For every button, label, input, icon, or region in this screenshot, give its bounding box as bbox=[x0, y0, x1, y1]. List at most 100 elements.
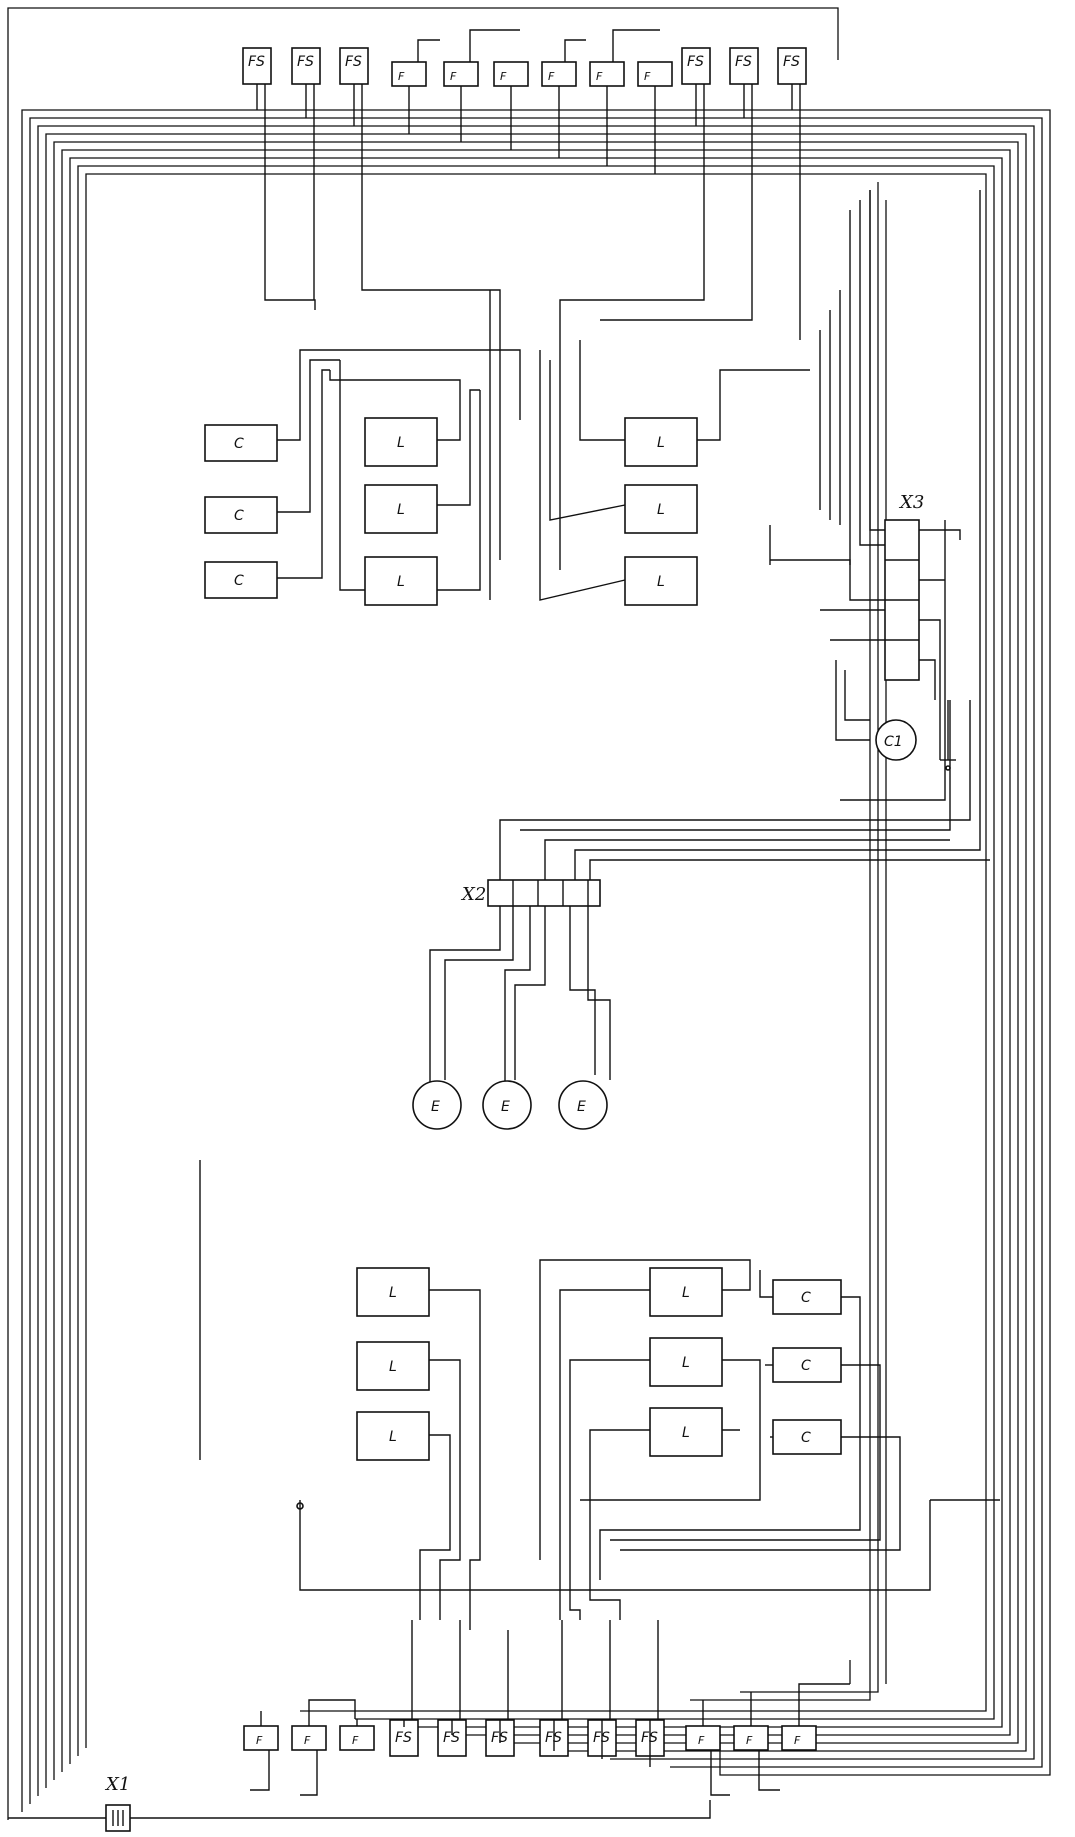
svg-text:C: C bbox=[801, 1290, 811, 1306]
fs-box-top-6: FS bbox=[777, 47, 807, 85]
svg-text:FS: FS bbox=[345, 54, 362, 70]
l-block-upper-right-1: L bbox=[624, 417, 698, 467]
svg-text:L: L bbox=[657, 502, 665, 518]
svg-text:L: L bbox=[682, 1285, 690, 1301]
svg-text:FS: FS bbox=[297, 54, 314, 70]
svg-text:FS: FS bbox=[687, 54, 704, 70]
svg-text:F: F bbox=[398, 70, 405, 83]
svg-text:C1: C1 bbox=[884, 734, 903, 750]
outer-bus bbox=[7, 7, 1051, 1820]
f-box-top-2: F bbox=[443, 61, 479, 87]
svg-text:X2: X2 bbox=[460, 884, 486, 905]
svg-text:L: L bbox=[389, 1285, 397, 1301]
top-terminal-row: FS FS FS F F F F F bbox=[242, 47, 807, 87]
upper-left-c-column: C C C bbox=[204, 424, 278, 599]
svg-text:F: F bbox=[698, 1734, 705, 1747]
svg-text:F: F bbox=[746, 1734, 753, 1747]
svg-text:F: F bbox=[450, 70, 457, 83]
fs-box-top-4: FS bbox=[681, 47, 711, 85]
svg-text:L: L bbox=[682, 1355, 690, 1371]
l-block-lower-right-1: L bbox=[649, 1267, 723, 1317]
f-box-bottom-6: F bbox=[781, 1725, 817, 1751]
svg-text:L: L bbox=[657, 574, 665, 590]
svg-text:F: F bbox=[500, 70, 507, 83]
f-box-top-3: F bbox=[493, 61, 529, 87]
fs-box-top-1: FS bbox=[242, 47, 272, 85]
svg-text:L: L bbox=[397, 435, 405, 451]
l-block-upper-left-3: L bbox=[364, 556, 438, 606]
svg-text:E: E bbox=[577, 1099, 586, 1115]
svg-text:F: F bbox=[548, 70, 555, 83]
f-box-top-1: F bbox=[391, 61, 427, 87]
l-block-lower-right-3: L bbox=[649, 1407, 723, 1457]
c-block-lower-2: C bbox=[772, 1347, 842, 1383]
svg-text:FS: FS bbox=[443, 1730, 460, 1746]
f-box-bottom-5: F bbox=[733, 1725, 769, 1751]
c-block-upper-2: C bbox=[204, 496, 278, 534]
c-block-upper-1: C bbox=[204, 424, 278, 462]
svg-text:C: C bbox=[234, 508, 244, 524]
top-row-feeders bbox=[256, 29, 801, 570]
svg-text:C: C bbox=[234, 436, 244, 452]
svg-text:L: L bbox=[397, 502, 405, 518]
svg-text:FS: FS bbox=[248, 54, 265, 70]
x2-wiring bbox=[429, 190, 990, 1100]
e-loads: E E E bbox=[412, 1080, 608, 1130]
x3-wiring bbox=[520, 190, 961, 831]
svg-text:C: C bbox=[234, 573, 244, 589]
svg-text:F: F bbox=[794, 1734, 801, 1747]
l-block-upper-left-1: L bbox=[364, 417, 438, 467]
fs-box-top-3: FS bbox=[339, 47, 369, 85]
svg-text:F: F bbox=[596, 70, 603, 83]
l-block-upper-left-2: L bbox=[364, 484, 438, 534]
svg-text:L: L bbox=[389, 1359, 397, 1375]
f-box-bottom-2: F bbox=[291, 1725, 327, 1751]
upper-block-wires bbox=[277, 290, 841, 601]
f-box-bottom-3: F bbox=[339, 1725, 375, 1751]
bottom-row-feeders bbox=[250, 1620, 850, 1796]
l-block-lower-left-3: L bbox=[356, 1411, 430, 1461]
svg-text:F: F bbox=[256, 1734, 263, 1747]
svg-text:L: L bbox=[389, 1429, 397, 1445]
lower-left-l-column: L L L bbox=[356, 1267, 430, 1461]
l-block-upper-right-3: L bbox=[624, 556, 698, 606]
fs-box-top-2: FS bbox=[291, 47, 321, 85]
f-box-bottom-1: F bbox=[243, 1725, 279, 1751]
svg-text:E: E bbox=[431, 1099, 440, 1115]
c-block-upper-3: C bbox=[204, 561, 278, 599]
svg-text:E: E bbox=[501, 1099, 510, 1115]
e-circle-3: E bbox=[558, 1080, 608, 1130]
svg-text:F: F bbox=[352, 1734, 359, 1747]
l-block-upper-right-2: L bbox=[624, 484, 698, 534]
x1-terminal-block: X1 bbox=[8, 1774, 711, 1832]
svg-text:L: L bbox=[682, 1425, 690, 1441]
lower-block-wires bbox=[299, 1259, 1000, 1630]
fs-box-bottom-3: FS bbox=[485, 1719, 515, 1757]
l-block-lower-right-2: L bbox=[649, 1337, 723, 1387]
e-circle-1: E bbox=[412, 1080, 462, 1130]
f-box-top-5: F bbox=[589, 61, 625, 87]
svg-text:X3: X3 bbox=[898, 492, 924, 513]
svg-text:F: F bbox=[304, 1734, 311, 1747]
svg-text:FS: FS bbox=[783, 54, 800, 70]
lower-mid-l-column: L L L bbox=[649, 1267, 723, 1457]
f-box-top-6: F bbox=[637, 61, 673, 87]
c-block-lower-3: C bbox=[772, 1419, 842, 1455]
upper-left-l-column: L L L bbox=[364, 417, 438, 606]
x3-terminal-block: X3 bbox=[884, 492, 924, 681]
x2-terminal-block: X2 bbox=[460, 879, 601, 907]
l-block-lower-left-1: L bbox=[356, 1267, 430, 1317]
c-block-lower-1: C bbox=[772, 1279, 842, 1315]
e-circle-2: E bbox=[482, 1080, 532, 1130]
upper-right-l-column: L L L bbox=[624, 417, 698, 606]
f-box-top-4: F bbox=[541, 61, 577, 87]
c1-capacitor: C1 bbox=[875, 719, 917, 761]
l-block-lower-left-2: L bbox=[356, 1341, 430, 1391]
svg-text:F: F bbox=[644, 70, 651, 83]
fs-box-top-5: FS bbox=[729, 47, 759, 85]
f-box-bottom-4: F bbox=[685, 1725, 721, 1751]
terminal-marks bbox=[296, 765, 951, 1510]
svg-text:FS: FS bbox=[395, 1730, 412, 1746]
svg-text:FS: FS bbox=[735, 54, 752, 70]
